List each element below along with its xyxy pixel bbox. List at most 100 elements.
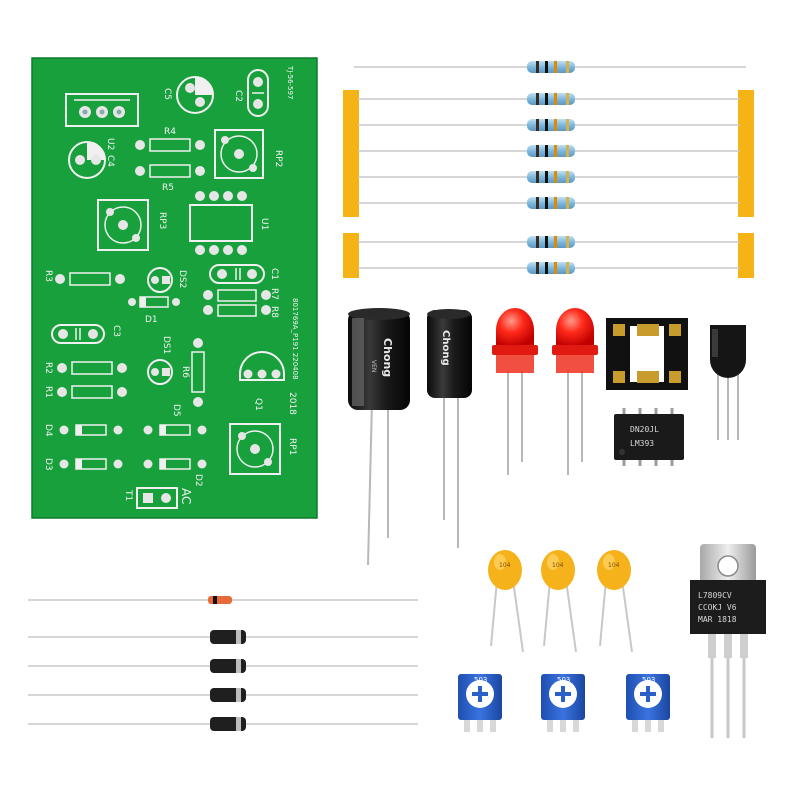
rp3-footprint	[97, 199, 149, 251]
label-d5: D5	[171, 404, 181, 417]
label-r5: R5	[162, 183, 174, 193]
ic-line2: LM393	[630, 439, 654, 448]
reg-line1: L7809CV	[698, 591, 732, 600]
r8-footprint	[203, 304, 271, 317]
cap1-sub: VEN	[370, 360, 377, 372]
c4-footprint	[68, 141, 106, 179]
reg-line3: MAR 1818	[698, 615, 737, 624]
red-led-right	[552, 308, 598, 475]
label-rp3: RP3	[157, 212, 167, 229]
trimmer-potentiometer: 503	[541, 674, 585, 732]
r1-footprint	[57, 385, 127, 399]
label-d1: D1	[145, 315, 158, 325]
resistor-set	[354, 61, 746, 274]
cap1-brand: Chong	[381, 338, 394, 377]
rp2-footprint	[214, 129, 264, 179]
board-id: TJ-56-597	[286, 65, 294, 99]
label-q1: Q1	[253, 398, 263, 411]
lot-code: 801769A_P191 220408	[291, 298, 299, 380]
ds2-footprint	[147, 267, 173, 293]
pot-label: 503	[557, 676, 570, 684]
cap2-brand: Chong	[440, 330, 451, 366]
ceramic-cap-label: 104	[552, 562, 564, 569]
t1-ac-terminal	[136, 487, 178, 509]
q1-footprint	[239, 351, 285, 381]
label-ds1: DS1	[161, 336, 171, 354]
rectifier-diode	[28, 688, 418, 702]
ic-socket	[606, 318, 688, 390]
resistor	[358, 262, 740, 274]
r7-footprint	[203, 289, 271, 302]
d3-footprint	[59, 458, 123, 470]
u1-footprint	[189, 191, 253, 255]
label-rp1: RP1	[287, 438, 297, 455]
label-c5: C5	[162, 88, 172, 100]
electrolytic-capacitor-large: Chong VEN	[348, 308, 410, 566]
label-d3: D3	[43, 458, 53, 471]
resistor	[354, 61, 746, 73]
d1-footprint	[128, 296, 180, 308]
trimmer-potentiometer: 503	[626, 674, 670, 732]
ceramic-capacitor-set: 104 104 104	[488, 550, 633, 653]
r6-footprint	[191, 338, 205, 407]
resistor	[358, 93, 740, 105]
ceramic-capacitor: 104	[597, 550, 633, 653]
ic-line1: DN20JL	[630, 425, 659, 434]
ceramic-capacitor: 104	[488, 550, 524, 653]
ceramic-cap-label: 104	[499, 562, 511, 569]
label-c1: C1	[269, 268, 279, 280]
label-u1: U1	[259, 218, 269, 230]
ceramic-cap-label: 104	[608, 562, 620, 569]
label-c3: C3	[111, 325, 121, 337]
label-t1: T1	[123, 489, 133, 501]
label-c4: C4	[105, 155, 115, 167]
r4-footprint	[135, 138, 205, 152]
pcb-board: U2 C4 C5 C2 TJ-56-597	[31, 57, 318, 519]
ceramic-capacitor: 104	[541, 550, 577, 653]
l7809-regulator: L7809CV CCOKJ V6 MAR 1818	[690, 544, 766, 738]
trimmer-potentiometer-set: 503 503 503	[458, 674, 670, 732]
label-r2: R2	[43, 362, 53, 374]
ds1-footprint	[147, 359, 173, 385]
pot-label: 503	[642, 676, 655, 684]
c3-footprint	[51, 324, 105, 344]
u2-footprint	[65, 93, 139, 127]
label-r4: R4	[164, 127, 176, 137]
c5-footprint	[176, 76, 214, 114]
resistor	[358, 236, 740, 248]
label-ac: AC	[179, 488, 193, 504]
resistor	[358, 171, 740, 183]
label-u2: U2	[105, 138, 115, 150]
resistor-tape	[343, 90, 754, 278]
resistor	[358, 197, 740, 209]
resistor	[358, 145, 740, 157]
rectifier-diode	[28, 717, 418, 731]
label-d2: D2	[193, 474, 203, 487]
diode-set	[28, 596, 418, 731]
c2-footprint	[247, 69, 269, 117]
red-led-left	[492, 308, 538, 475]
rp1-footprint	[229, 423, 281, 475]
label-ds2: DS2	[177, 270, 187, 288]
pot-label: 503	[474, 676, 487, 684]
label-r1: R1	[43, 386, 53, 398]
small-signal-diode	[28, 596, 418, 604]
rectifier-diode	[28, 630, 418, 644]
trimmer-potentiometer: 503	[458, 674, 502, 732]
label-r8: R8	[269, 306, 279, 318]
d4-footprint	[59, 424, 123, 436]
rectifier-diode	[28, 659, 418, 673]
label-r3: R3	[43, 270, 53, 282]
label-r6: R6	[180, 366, 190, 378]
r2-footprint	[57, 361, 127, 375]
label-r7: R7	[269, 288, 279, 300]
c1-footprint	[209, 264, 265, 284]
label-d4: D4	[43, 424, 53, 437]
label-c2: C2	[233, 90, 243, 102]
lm393-chip: DN20JL LM393	[614, 408, 684, 466]
label-rp2: RP2	[273, 150, 283, 167]
reg-line2: CCOKJ V6	[698, 603, 737, 612]
resistor	[358, 119, 740, 131]
electrolytic-capacitor-small: Chong	[427, 309, 472, 548]
